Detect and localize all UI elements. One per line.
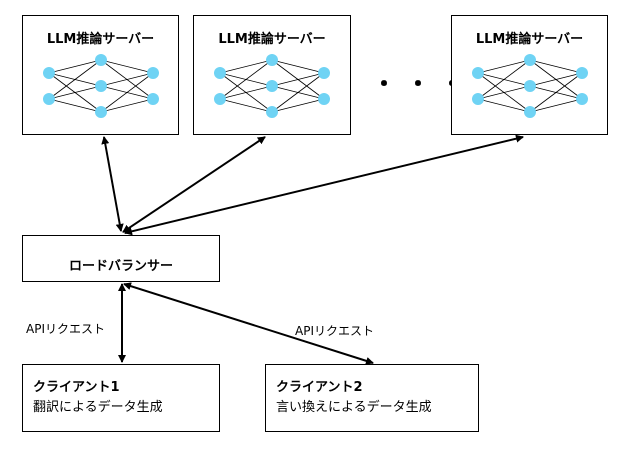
server-title: LLM推論サーバー [218, 32, 326, 47]
nn-node [147, 93, 159, 105]
nn-node [524, 54, 536, 66]
server-title: LLM推論サーバー [475, 32, 584, 47]
nn-edge [219, 59, 273, 100]
arrow-lb-server2 [122, 136, 266, 233]
nn-node [576, 67, 588, 79]
nn-node [43, 67, 55, 79]
client-description: 言い換えによるデータ生成 [276, 400, 432, 415]
nn-edge [477, 98, 531, 113]
edge-label-client2: APIリクエスト [295, 324, 374, 338]
llm-server-1: LLM推論サーバー [22, 15, 179, 135]
nn-node [95, 54, 107, 66]
llm-server-3: LLM推論サーバー [451, 15, 608, 135]
nn-edge [271, 72, 325, 113]
client-name: クライアント2 [276, 380, 363, 395]
nn-edge [219, 59, 273, 74]
nn-edge [100, 59, 154, 74]
nn-edge [477, 59, 531, 100]
nn-edge [529, 72, 583, 113]
client-description: 翻訳によるデータ生成 [33, 400, 163, 415]
arrow-lb-server3 [124, 134, 524, 236]
nn-node [266, 80, 278, 92]
nn-node [576, 93, 588, 105]
nn-node [214, 67, 226, 79]
nn-edge [100, 72, 154, 87]
nn-edge [271, 98, 325, 113]
llm-server-2: LLM推論サーバー [193, 15, 351, 135]
nn-node [266, 106, 278, 118]
nn-node [266, 54, 278, 66]
nn-node [95, 80, 107, 92]
client-2: クライアント2 言い換えによるデータ生成 [265, 364, 479, 432]
nn-edge [100, 98, 154, 113]
nn-node [214, 93, 226, 105]
nn-node [43, 93, 55, 105]
nn-node [95, 106, 107, 118]
nn-edge [271, 72, 325, 87]
arrow-lb-client2 [123, 282, 374, 365]
edge-label-client1: APIリクエスト [26, 322, 105, 336]
arrow-lb-server1 [101, 136, 124, 232]
nn-edge [271, 59, 325, 74]
load-balancer-label: ロードバランサー [68, 259, 173, 274]
nn-node [318, 93, 330, 105]
nn-node [524, 106, 536, 118]
nn-edge [48, 59, 102, 100]
nn-edge [477, 59, 531, 74]
client-name: クライアント1 [33, 380, 120, 395]
nn-edge [529, 98, 583, 113]
server-title: LLM推論サーバー [46, 32, 155, 47]
load-balancer: ロードバランサー [22, 235, 220, 282]
nn-edge [48, 98, 102, 113]
more-servers-ellipsis: ・・・ [372, 70, 474, 98]
neural-network-icon [214, 54, 330, 118]
neural-network-icon [472, 54, 588, 118]
nn-node [472, 93, 484, 105]
nn-node [472, 67, 484, 79]
nn-edge [219, 98, 273, 113]
nn-edge [100, 72, 154, 113]
nn-node [318, 67, 330, 79]
nn-node [524, 80, 536, 92]
nn-edge [219, 85, 273, 100]
nn-node [147, 67, 159, 79]
neural-network-icon [43, 54, 159, 118]
nn-edge [477, 85, 531, 100]
nn-edge [48, 59, 102, 74]
nn-edge [48, 85, 102, 100]
nn-edge [529, 59, 583, 74]
nn-edge [529, 72, 583, 87]
client-1: クライアント1 翻訳によるデータ生成 [22, 364, 220, 432]
